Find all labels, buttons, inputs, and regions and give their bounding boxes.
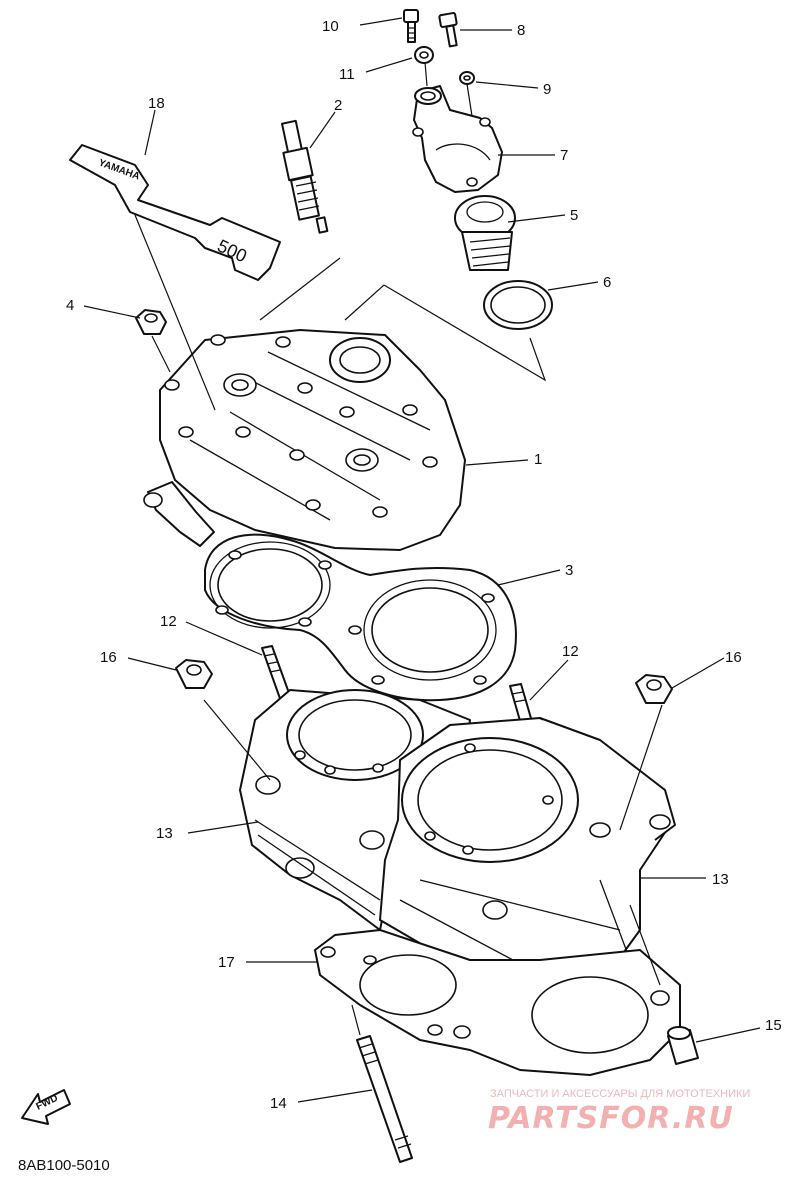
part-cylinder-nut-16-right [635,674,673,704]
label-8: 8 [517,22,525,39]
part-base-gasket [314,929,681,1076]
label-3: 3 [565,562,573,579]
label-leader-lines [83,17,761,1103]
part-cylinder-nut-16-left [175,659,213,689]
watermark-tagline: ЗАПЧАСТИ И АКСЕССУАРЫ ДЛЯ МОТОТЕХНИКИ [490,1088,750,1100]
alignment-lines [134,61,663,1036]
diagram-code: 8AB100-5010 [18,1157,110,1174]
part-head-gasket [204,533,517,702]
label-15: 15 [765,1017,782,1034]
part-cylinder-13-left [239,689,471,931]
label-18: 18 [148,95,165,112]
part-long-stud [356,1035,413,1163]
part-washer-9 [459,71,475,85]
part-decal: YAMAHA 500 [69,144,281,281]
label-6: 6 [603,274,611,291]
part-head-nut-4 [135,309,167,335]
part-bolt-10 [403,9,419,43]
label-7: 7 [560,147,568,164]
label-11: 11 [339,66,355,83]
label-9: 9 [543,81,551,98]
part-cylinder-head [143,329,466,551]
label-14: 14 [270,1095,287,1112]
watermark: ЗАПЧАСТИ И АКСЕССУАРЫ ДЛЯ МОТОТЕХНИКИ PA… [488,1088,750,1136]
label-13-right: 13 [712,871,729,888]
label-16-right: 16 [725,649,742,666]
part-spark-plug [281,119,329,234]
label-2: 2 [334,97,342,114]
part-washer-11 [414,46,434,64]
part-thermostat-cover [412,85,503,193]
label-13-left: 13 [156,825,173,842]
label-4: 4 [66,297,74,314]
fwd-arrow-icon: FWD [21,1089,71,1125]
part-thermostat-seal [483,280,553,330]
part-dowel-pin [667,1026,699,1065]
part-bolt-8 [438,12,458,48]
label-16-left: 16 [100,649,117,666]
label-5: 5 [570,207,578,224]
label-1: 1 [534,451,542,468]
label-12-right: 12 [562,643,579,660]
label-17: 17 [218,954,235,971]
label-10: 10 [322,18,339,35]
part-thermostat [454,195,516,271]
watermark-logo: PARTSFOR.RU [488,1101,734,1136]
label-12-left: 12 [160,613,177,630]
part-number-labels: 10 8 11 9 2 18 7 5 6 4 1 3 12 12 16 16 1… [66,18,782,1112]
